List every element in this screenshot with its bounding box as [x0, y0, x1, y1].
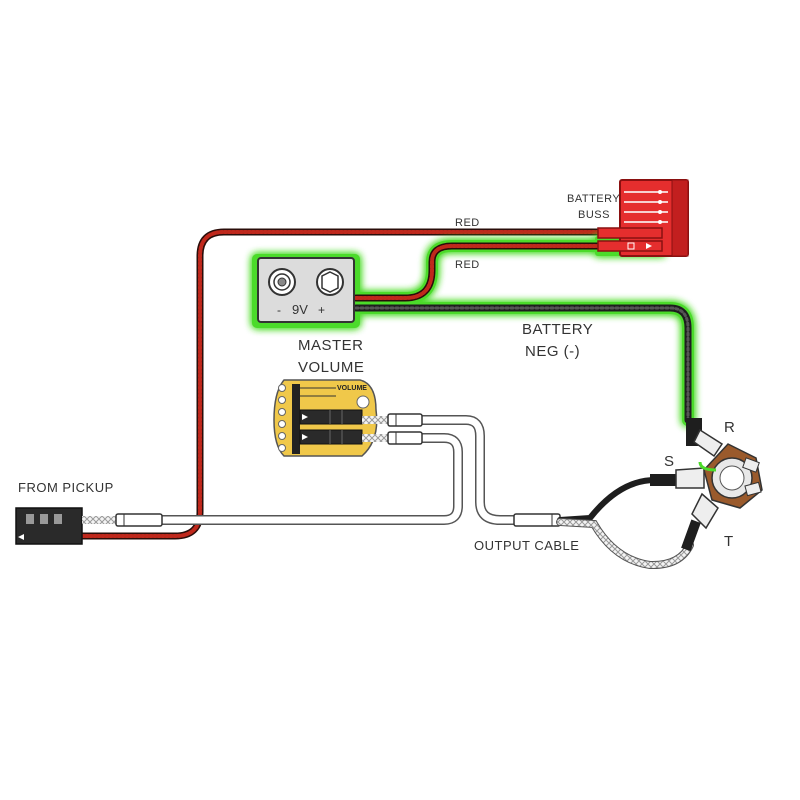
battery-buss-label-1: BATTERY [567, 193, 620, 205]
battery-snap-icon [268, 268, 344, 296]
jack-tip-label: T [724, 533, 734, 550]
battery-neg-label-2: NEG (-) [525, 343, 580, 360]
output-cable-plug [513, 513, 561, 527]
battery-buss-label-2: BUSS [578, 209, 610, 221]
from-pickup-label: FROM PICKUP [18, 480, 114, 495]
jack-ring-label: R [724, 419, 735, 436]
master-volume-pcb: VOLUME [273, 379, 378, 457]
white-cable-pickup-to-volume [155, 433, 463, 525]
black-wire-output-to-sleeve [557, 477, 658, 523]
output-cable-label: OUTPUT CABLE [474, 538, 579, 553]
battery-plus-label: + [318, 303, 325, 317]
red-wire-label-lower: RED [455, 259, 480, 271]
master-volume-label-1: MASTER [298, 337, 364, 354]
master-volume-label-2: VOLUME [298, 359, 364, 376]
red-wire-battery-to-buss [352, 242, 604, 302]
battery-neg-label-1: BATTERY [522, 321, 593, 338]
jack-sleeve-label: S [664, 453, 675, 470]
battery-minus-label: - [277, 303, 281, 317]
volume-input-plug [387, 431, 423, 445]
white-cable-volume-to-output [415, 415, 520, 525]
volume-pcb-label: VOLUME [337, 385, 367, 392]
pickup-connector [15, 507, 83, 545]
volume-output-plug [387, 413, 423, 427]
stereo-jack-icon [650, 418, 763, 552]
battery-9v: - 9V + [257, 257, 355, 323]
battery-voltage-label: 9V [292, 302, 308, 317]
connector-plug-icon [18, 534, 24, 540]
battery-buss [597, 179, 689, 257]
pickup-plug [115, 513, 163, 527]
red-wire-label-upper: RED [455, 217, 480, 229]
